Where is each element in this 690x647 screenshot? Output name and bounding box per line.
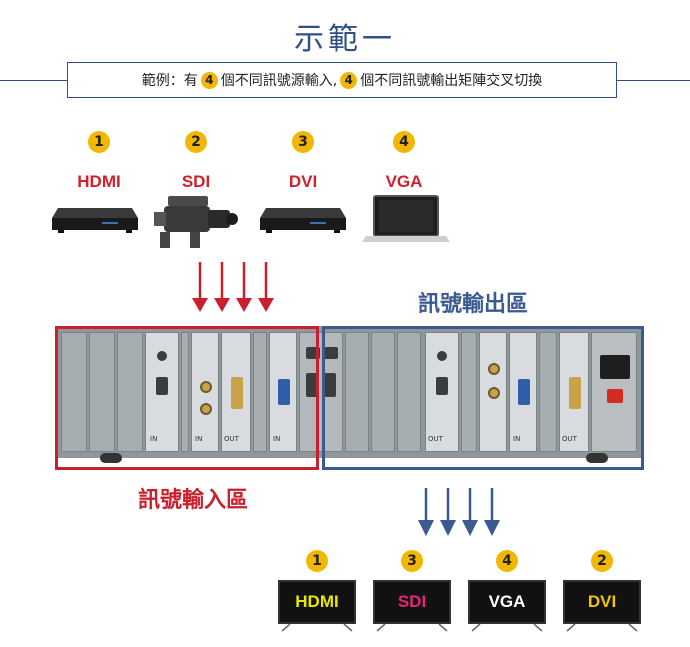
video-camera-icon	[154, 196, 238, 248]
sdi-input-card: IN	[191, 332, 219, 452]
lan-port-icon	[324, 347, 338, 359]
chassis-foot	[100, 453, 122, 463]
port-label-in: IN	[150, 435, 158, 443]
blank-panel	[461, 332, 477, 452]
bluray-player-icon	[52, 208, 138, 233]
source-label: DVI	[288, 172, 318, 191]
source-number-badge: 4	[393, 131, 415, 153]
blank-panel	[539, 332, 557, 452]
blank-panel	[253, 332, 267, 452]
number-badge: 4	[200, 71, 218, 89]
divider-line-right	[617, 80, 690, 81]
blank-panel	[181, 332, 189, 452]
sdi-output-card	[479, 332, 507, 452]
number-badge: 4	[340, 71, 358, 89]
divider-line-left	[0, 80, 67, 81]
input-region-frame	[55, 326, 319, 470]
input-region-label: 訊號輸入區	[138, 488, 249, 513]
source-label: SDI	[181, 172, 211, 191]
description-middle: 個不同訊號源輸入,	[220, 73, 338, 89]
blank-panel	[89, 332, 115, 452]
output-number-badge: 4	[496, 550, 518, 572]
blank-panel	[117, 332, 143, 452]
blank-panel	[397, 332, 421, 452]
tv-display-hdmi: HDMI	[278, 580, 356, 624]
blank-panel	[61, 332, 87, 452]
bluray-player-icon	[260, 208, 346, 233]
vga-port-icon	[518, 379, 530, 405]
hdmi-input-card: IN	[145, 332, 179, 452]
description-suffix: 個不同訊號輸出矩陣交叉切換	[360, 73, 543, 89]
port-label-in: IN	[195, 435, 203, 443]
port-label-out: OUT	[562, 435, 577, 443]
matrix-switcher-chassis: IN IN OUT IN OUT IN	[55, 326, 643, 458]
bnc-connector-icon	[200, 403, 212, 415]
hdmi-port-icon	[436, 377, 448, 395]
bnc-connector-icon	[488, 387, 500, 399]
audio-jack-icon	[157, 351, 167, 361]
power-socket-icon	[600, 355, 630, 379]
blank-panel	[371, 332, 395, 452]
tv-display-dvi: DVI	[563, 580, 641, 624]
output-region-label: 訊號輸出區	[418, 292, 529, 317]
port-label-in: IN	[273, 435, 281, 443]
bnc-connector-icon	[488, 363, 500, 375]
page-title: 示範一	[294, 22, 396, 57]
output-arrows-icon	[418, 488, 500, 536]
example-description: 範例：有 4 個不同訊號源輸入, 4 個不同訊號輸出矩陣交叉切換	[67, 62, 617, 98]
power-switch-icon	[607, 389, 623, 403]
tv-display-vga: VGA	[468, 580, 546, 624]
dvi-port-icon	[231, 377, 243, 409]
vga-input-card: IN	[269, 332, 297, 452]
output-region-frame	[322, 326, 644, 470]
port-label-in: IN	[513, 435, 521, 443]
source-label: VGA	[385, 172, 423, 191]
hdmi-output-card: OUT	[425, 332, 459, 452]
source-number-badge: 1	[88, 131, 110, 153]
tv-display-sdi: SDI	[373, 580, 451, 624]
control-card	[299, 332, 343, 452]
serial-port-icon	[306, 373, 318, 397]
laptop-icon	[362, 195, 450, 242]
tv-stands-icon	[281, 624, 638, 632]
serial-port-icon	[324, 373, 336, 397]
output-number-badge: 1	[306, 550, 328, 572]
output-number-badge: 2	[591, 550, 613, 572]
input-arrows-icon	[192, 262, 274, 312]
bnc-connector-icon	[200, 381, 212, 393]
source-number-badge: 3	[292, 131, 314, 153]
hdmi-port-icon	[156, 377, 168, 395]
audio-jack-icon	[437, 351, 447, 361]
dvi-port-icon	[569, 377, 581, 409]
output-number-badge: 3	[401, 550, 423, 572]
dvi-input-card: OUT	[221, 332, 251, 452]
port-label-out: OUT	[224, 435, 239, 443]
vga-port-icon	[278, 379, 290, 405]
blank-panel	[345, 332, 369, 452]
source-label: HDMI	[77, 172, 121, 191]
vga-output-card: IN	[509, 332, 537, 452]
source-number-badge: 2	[185, 131, 207, 153]
description-prefix: 範例：有	[141, 73, 198, 89]
dvi-output-card: OUT	[559, 332, 589, 452]
chassis-foot	[586, 453, 608, 463]
port-label-out: OUT	[428, 435, 443, 443]
power-module	[591, 332, 637, 452]
